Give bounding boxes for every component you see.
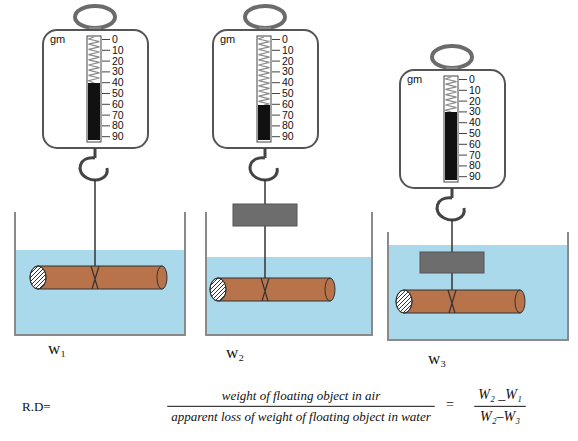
fraction-bar bbox=[167, 406, 435, 407]
scale-number: 60 bbox=[282, 99, 294, 110]
balance-scale bbox=[88, 37, 110, 140]
fraction-bar bbox=[474, 406, 526, 407]
scale-number: 40 bbox=[469, 117, 481, 128]
sinker bbox=[420, 252, 484, 273]
scale-tick bbox=[102, 71, 110, 72]
scale-tick bbox=[272, 104, 280, 105]
balance-scale bbox=[258, 37, 280, 140]
scale-unit: gm bbox=[50, 34, 65, 46]
scale-tick bbox=[459, 122, 467, 123]
scale-tick bbox=[272, 115, 280, 116]
beaker bbox=[206, 212, 372, 335]
scale-number: 10 bbox=[112, 45, 124, 56]
balance-scale bbox=[445, 77, 467, 180]
scale-number: 80 bbox=[469, 160, 481, 171]
scale-tick bbox=[459, 101, 467, 102]
scale-tick bbox=[102, 104, 110, 105]
scale-tick bbox=[102, 125, 110, 126]
scale-number: 80 bbox=[112, 120, 124, 131]
spring bbox=[446, 77, 457, 112]
wooden-log bbox=[396, 290, 525, 313]
spring-balance bbox=[213, 6, 318, 180]
scale-number: 10 bbox=[282, 45, 294, 56]
scale-number: 10 bbox=[469, 85, 481, 96]
scale-number: 50 bbox=[469, 128, 481, 139]
formula-denominator: W₂–W₃ bbox=[480, 410, 520, 425]
weight-label: w₁ bbox=[48, 340, 66, 358]
sinker bbox=[233, 204, 297, 226]
scale-number: 30 bbox=[282, 66, 294, 77]
formula-numerator: W₂ _W₁ bbox=[478, 388, 522, 403]
scale-number: 20 bbox=[469, 96, 481, 107]
scale-tick bbox=[272, 82, 280, 83]
scale-number: 70 bbox=[282, 110, 294, 121]
scale-number: 0 bbox=[112, 34, 118, 45]
reading-bar bbox=[258, 105, 270, 140]
formula-text: = bbox=[446, 398, 454, 413]
scale-number: 30 bbox=[469, 106, 481, 117]
scale-number: 0 bbox=[469, 74, 475, 85]
scale-tick bbox=[102, 115, 110, 116]
spring bbox=[259, 37, 270, 105]
beaker bbox=[15, 212, 185, 335]
scale-tick bbox=[102, 93, 110, 94]
spring bbox=[89, 37, 100, 83]
formula-text: R.D= bbox=[22, 400, 51, 414]
weight-label: w₃ bbox=[428, 350, 446, 368]
scale-number: 40 bbox=[282, 77, 294, 88]
spring-balance bbox=[400, 46, 505, 220]
scale-number: 60 bbox=[469, 139, 481, 150]
scale-number: 20 bbox=[282, 56, 294, 67]
scale-number: 40 bbox=[112, 77, 124, 88]
scale-number: 90 bbox=[469, 171, 481, 182]
scale-tick bbox=[459, 144, 467, 145]
scale-tick bbox=[102, 82, 110, 83]
scale-number: 90 bbox=[282, 131, 294, 142]
string bbox=[94, 180, 96, 268]
scale-tick bbox=[272, 39, 280, 40]
scale-tick bbox=[272, 93, 280, 94]
formula-numerator: weight of floating object in air bbox=[222, 389, 381, 403]
wooden-log bbox=[210, 278, 335, 301]
scale-number: 50 bbox=[112, 88, 124, 99]
scale-number: 90 bbox=[112, 131, 124, 142]
scale-number: 0 bbox=[282, 34, 288, 45]
scale-tick bbox=[459, 165, 467, 166]
reading-bar bbox=[88, 83, 100, 140]
scale-tick bbox=[102, 50, 110, 51]
scale-tick bbox=[459, 90, 467, 91]
scale-tick bbox=[459, 79, 467, 80]
scale-number: 60 bbox=[112, 99, 124, 110]
scale-tick bbox=[102, 39, 110, 40]
scale-number: 80 bbox=[282, 120, 294, 131]
reading-bar bbox=[445, 112, 457, 180]
scale-tick bbox=[459, 155, 467, 156]
scale-number: 70 bbox=[112, 110, 124, 121]
scale-tick bbox=[102, 136, 110, 137]
scale-tick bbox=[102, 61, 110, 62]
scale-tick bbox=[272, 125, 280, 126]
spring-balance bbox=[43, 6, 148, 180]
scale-number: 50 bbox=[282, 88, 294, 99]
scale-tick bbox=[459, 176, 467, 177]
scale-unit: gm bbox=[220, 34, 235, 46]
scale-tick bbox=[272, 71, 280, 72]
scale-unit: gm bbox=[407, 74, 422, 86]
string bbox=[264, 180, 266, 280]
wooden-log bbox=[30, 266, 167, 289]
scale-number: 20 bbox=[112, 56, 124, 67]
scale-tick bbox=[272, 136, 280, 137]
scale-number: 30 bbox=[112, 66, 124, 77]
scale-tick bbox=[272, 61, 280, 62]
scale-tick bbox=[272, 50, 280, 51]
scale-tick bbox=[459, 133, 467, 134]
scale-number: 70 bbox=[469, 150, 481, 161]
weight-label: w₂ bbox=[226, 344, 244, 362]
beaker bbox=[388, 232, 568, 340]
scale-tick bbox=[459, 111, 467, 112]
formula-denominator: apparent loss of weight of floating obje… bbox=[171, 410, 431, 424]
